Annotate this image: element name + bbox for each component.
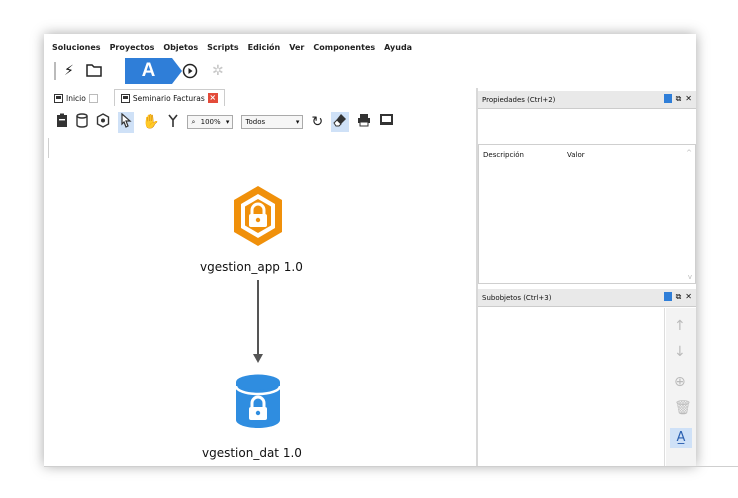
add-circle-icon[interactable]: ⊕ bbox=[674, 374, 686, 390]
tab-inicio-label: Inicio bbox=[66, 93, 86, 103]
move-down-icon[interactable]: ↓ bbox=[674, 344, 686, 360]
hand-icon[interactable]: ✋ bbox=[142, 114, 160, 130]
dat-node-database-icon[interactable] bbox=[234, 373, 282, 429]
filter-value: Todos bbox=[245, 118, 266, 126]
properties-table: Descripción Valor ^ v bbox=[478, 144, 696, 284]
close-icon[interactable]: ✕ bbox=[685, 292, 692, 301]
tab-inicio-close-icon[interactable] bbox=[88, 93, 98, 103]
subobjects-panel-buttons: ⧉ ✕ bbox=[663, 292, 692, 302]
diagram-toolbar: ✋ ⌕ 100% ▾ Todos ▾ ↻ bbox=[48, 108, 472, 136]
refresh-icon[interactable]: ↻ bbox=[311, 114, 324, 130]
zoom-search-icon: ⌕ bbox=[191, 117, 196, 126]
chevron-down-icon: ▾ bbox=[295, 118, 300, 126]
menu-objetos[interactable]: Objetos bbox=[163, 42, 199, 52]
toolbar-grip bbox=[54, 62, 56, 80]
puzzle-icon: ✲ bbox=[212, 63, 224, 79]
image-export-icon[interactable] bbox=[379, 113, 395, 131]
menu-ver[interactable]: Ver bbox=[289, 42, 305, 52]
print-icon[interactable] bbox=[357, 113, 371, 131]
chevron-down-icon: ▾ bbox=[225, 118, 230, 126]
trash-icon[interactable]: 🗑 bbox=[674, 400, 692, 416]
play-circle-icon[interactable] bbox=[182, 63, 198, 83]
tab-seminario-facturas[interactable]: Seminario Facturas × bbox=[113, 89, 225, 106]
tab-inicio[interactable]: Inicio bbox=[48, 90, 104, 106]
column-descripcion: Descripción bbox=[483, 151, 524, 159]
folder-icon[interactable] bbox=[86, 63, 102, 81]
scroll-up-icon[interactable]: ^ bbox=[686, 149, 692, 157]
canvas-left-border bbox=[48, 138, 49, 158]
tab-seminario-label: Seminario Facturas bbox=[132, 93, 205, 103]
float-icon[interactable]: ⧉ bbox=[675, 292, 682, 301]
hexagon-icon[interactable] bbox=[96, 112, 110, 132]
zoom-select[interactable]: ⌕ 100% ▾ bbox=[187, 115, 234, 129]
app-node-label: vgestion_app 1.0 bbox=[200, 260, 303, 274]
lightning-icon[interactable]: ⚡ bbox=[64, 63, 74, 79]
panel-splitter[interactable] bbox=[476, 88, 478, 466]
scroll-down-icon[interactable]: v bbox=[687, 273, 692, 281]
tab-seminario-close-icon[interactable]: × bbox=[207, 93, 218, 103]
close-icon[interactable]: ✕ bbox=[685, 94, 692, 103]
home-icon bbox=[54, 93, 63, 103]
pin-icon[interactable] bbox=[663, 94, 672, 103]
database-icon[interactable] bbox=[76, 112, 88, 132]
callout-label-a: A bbox=[125, 58, 182, 84]
menu-edicion[interactable]: Edición bbox=[247, 42, 281, 52]
zoom-value: 100% bbox=[200, 118, 221, 126]
properties-panel-buttons: ⧉ ✕ bbox=[663, 94, 692, 104]
menu-componentes[interactable]: Componentes bbox=[313, 42, 376, 52]
diagram-icon bbox=[120, 93, 130, 103]
subobjects-side-toolbar: ↑ ↓ ⊕ 🗑 A̲ bbox=[666, 308, 696, 466]
subobjects-list bbox=[478, 308, 665, 466]
bottom-divider bbox=[44, 466, 738, 467]
menu-soluciones[interactable]: Soluciones bbox=[52, 42, 101, 52]
move-up-icon[interactable]: ↑ bbox=[674, 318, 686, 334]
menu-proyectos[interactable]: Proyectos bbox=[109, 42, 155, 52]
pin-icon[interactable] bbox=[663, 292, 672, 301]
menu-ayuda[interactable]: Ayuda bbox=[384, 42, 413, 52]
subobjects-panel-title: Subobjetos (Ctrl+3) bbox=[482, 293, 552, 302]
pointer-icon[interactable] bbox=[118, 111, 134, 133]
fork-icon[interactable] bbox=[167, 113, 179, 132]
editor-tabs: Inicio Seminario Facturas × bbox=[48, 88, 472, 106]
dat-node-label: vgestion_dat 1.0 bbox=[202, 446, 302, 460]
dependency-arrowhead bbox=[253, 354, 263, 363]
properties-panel-header: Propiedades (Ctrl+2) ⧉ ✕ bbox=[478, 91, 696, 109]
filter-select[interactable]: Todos ▾ bbox=[241, 115, 304, 129]
float-icon[interactable]: ⧉ bbox=[675, 94, 682, 103]
app-node-hexagon-icon[interactable] bbox=[231, 184, 285, 248]
main-toolbar: ⚡ ✲ bbox=[48, 58, 568, 84]
menu-scripts[interactable]: Scripts bbox=[207, 42, 239, 52]
eraser-icon[interactable] bbox=[331, 112, 350, 132]
dependency-edge bbox=[257, 280, 259, 356]
text-style-icon[interactable]: A̲ bbox=[670, 428, 692, 448]
subobjects-panel-header: Subobjetos (Ctrl+3) ⧉ ✕ bbox=[478, 289, 696, 307]
menu-bar: Soluciones Proyectos Objetos Scripts Edi… bbox=[48, 38, 696, 56]
column-valor: Valor bbox=[567, 151, 585, 159]
properties-panel-title: Propiedades (Ctrl+2) bbox=[482, 95, 556, 104]
clipboard-icon[interactable] bbox=[56, 113, 68, 132]
